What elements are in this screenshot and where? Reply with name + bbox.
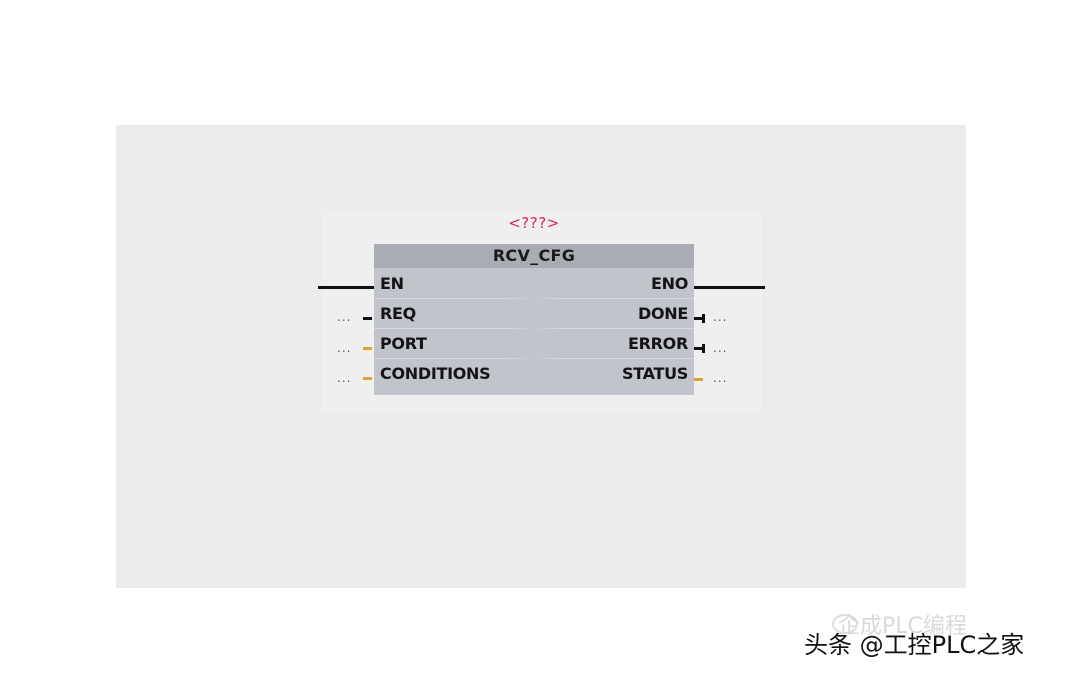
error-operand-placeholder[interactable]: ... <box>713 341 728 355</box>
instance-db-placeholder[interactable]: <???> <box>508 214 560 232</box>
pin-row-en: EN ENO <box>374 268 694 299</box>
conditions-connector-icon <box>363 377 372 380</box>
error-terminator-icon <box>702 344 705 353</box>
req-bool-connector-icon <box>363 317 372 320</box>
watermark-secondary: 企成PLC编程 <box>838 614 967 639</box>
eno-power-wire <box>694 286 765 289</box>
req-operand-placeholder[interactable]: ... <box>337 310 352 324</box>
status-connector-icon <box>694 378 703 381</box>
pin-row-port-error: PORT ERROR <box>374 329 694 359</box>
conditions-operand-placeholder[interactable]: ... <box>337 371 352 385</box>
pin-row-req-done: REQ DONE <box>374 299 694 329</box>
input-pin-en[interactable]: EN <box>380 274 404 293</box>
row-divider <box>374 328 694 329</box>
input-pin-conditions[interactable]: CONDITIONS <box>380 364 491 383</box>
output-pin-done[interactable]: DONE <box>637 304 688 323</box>
port-operand-placeholder[interactable]: ... <box>337 341 352 355</box>
output-pin-error[interactable]: ERROR <box>628 334 688 353</box>
error-bool-connector-icon <box>694 347 702 350</box>
row-divider <box>374 358 694 359</box>
input-pin-port[interactable]: PORT <box>380 334 427 353</box>
done-terminator-icon <box>702 314 705 323</box>
wechat-logo-icon <box>832 614 858 634</box>
port-connector-icon <box>363 347 372 350</box>
en-power-wire <box>318 286 374 289</box>
watermark-primary: 头条 @工控PLC之家 <box>804 631 1025 659</box>
function-block-rcv-cfg[interactable]: RCV_CFG EN ENO REQ DONE PORT ERROR CONDI… <box>374 244 694 395</box>
pin-row-conditions-status: CONDITIONS STATUS <box>374 359 694 395</box>
block-type-name: RCV_CFG <box>374 244 694 268</box>
done-bool-connector-icon <box>694 317 702 320</box>
output-pin-status[interactable]: STATUS <box>622 364 688 383</box>
status-operand-placeholder[interactable]: ... <box>713 371 728 385</box>
done-operand-placeholder[interactable]: ... <box>713 310 728 324</box>
input-pin-req[interactable]: REQ <box>380 304 416 323</box>
output-pin-eno[interactable]: ENO <box>650 274 688 293</box>
row-divider <box>374 298 694 299</box>
